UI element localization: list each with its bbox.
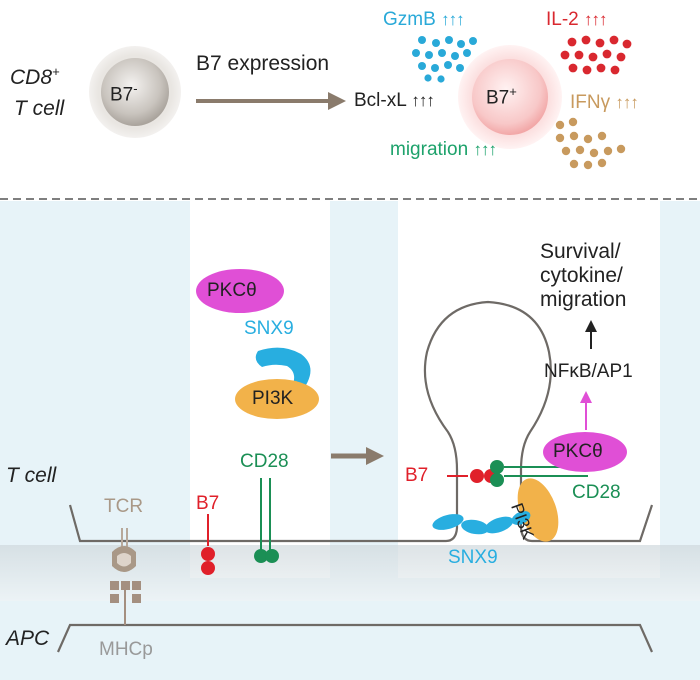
b7-positive-label: B7+ (486, 84, 517, 109)
cd28-left-label: CD28 (240, 451, 289, 472)
mhcp-label: MHCp (99, 639, 153, 660)
snx9-right-label: SNX9 (448, 547, 498, 568)
synapse-cleft (0, 545, 700, 601)
migration-label: migration ↑↑↑ (390, 139, 497, 160)
cd28-right-molecule (490, 460, 588, 487)
t-cell-membrane (68, 300, 654, 543)
snx9-left (255, 347, 311, 388)
pkc-theta-right (543, 432, 627, 472)
pkc-theta-left (196, 269, 284, 313)
pkc-left-label: PKCθ (207, 280, 257, 301)
apc-membrane (56, 623, 654, 653)
pi3k-left-label: PI3K (252, 388, 294, 409)
b7-negative-cell (89, 46, 181, 138)
b7-right-label: B7 (405, 465, 429, 486)
tcr-label: TCR (104, 496, 144, 517)
cd28-right-label: CD28 (572, 482, 621, 503)
b7-left-label: B7 (196, 493, 220, 514)
bclxl-label: Bcl-xL ↑↑↑ (354, 90, 435, 111)
b7-positive-cell (458, 45, 562, 149)
snx9-right (432, 511, 531, 535)
outcome-line2: cytokine/ (540, 264, 623, 287)
transition-arrow-head (366, 447, 384, 465)
b7-expression-label: B7 expression (196, 52, 330, 75)
b7-expression-arrow-head (328, 92, 346, 110)
gzmb-label: GzmB ↑↑↑ (383, 9, 465, 30)
cd8-tcell-label-line2: T cell (14, 97, 65, 120)
il2-granules (560, 35, 632, 75)
cd8-tcell-label-line1: CD8+ (10, 64, 60, 89)
tcell-label: T cell (6, 464, 57, 487)
tcr-mhcp-complex (110, 528, 141, 625)
nfkb-to-outcome-arrow-head (585, 320, 597, 332)
ifng-granules (555, 117, 626, 170)
outcome-line3: migration (540, 288, 627, 311)
b7-left-molecule (201, 514, 215, 575)
gzmb-granules (412, 36, 477, 83)
nfkb-ap1-label: NFκB/AP1 (544, 361, 633, 382)
apc-label: APC (6, 627, 50, 650)
pkc-to-nfkb-arrow-head (580, 391, 592, 403)
outcome-line1: Survival/ (540, 240, 621, 263)
snx9-left-label: SNX9 (244, 318, 294, 339)
cd28-left-molecule (254, 478, 279, 563)
il2-label: IL-2 ↑↑↑ (546, 9, 608, 30)
pi3k-right (517, 478, 559, 542)
pi3k-left (235, 379, 319, 419)
ifng-label: IFNγ ↑↑↑ (570, 92, 639, 113)
b7-negative-label: B7- (110, 81, 138, 106)
pkc-right-label: PKCθ (553, 441, 603, 462)
